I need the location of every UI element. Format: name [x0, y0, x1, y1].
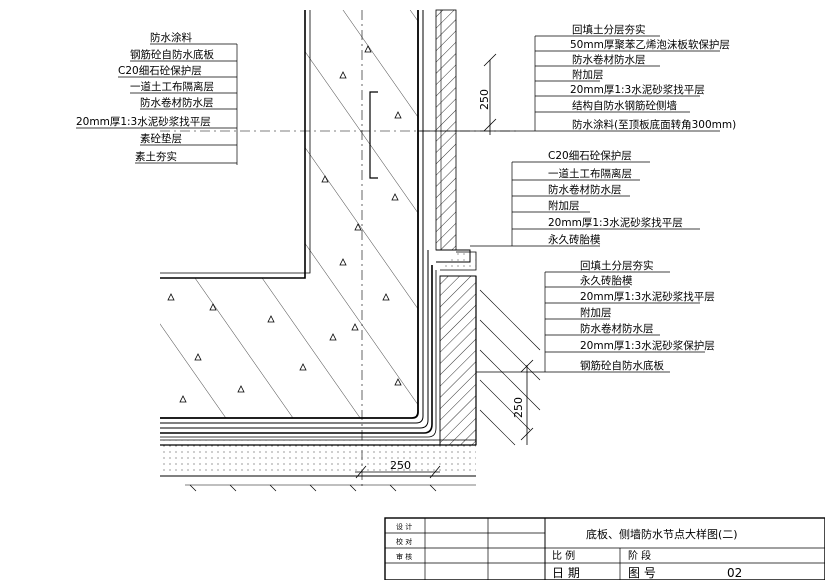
title-block-role-3: 审 核	[396, 552, 412, 561]
label-left-5: 20mm厚1:3水泥砂浆找平层	[76, 115, 211, 128]
dimension-lines	[355, 53, 534, 479]
low-right-labels: 回填土分层夯实 永久砖胎模 20mm厚1:3水泥砂浆找平层 附加层 防水卷材防水…	[580, 259, 715, 372]
title-block	[384, 517, 825, 580]
top-right-leaders	[418, 35, 720, 132]
left-labels: 防水涂料 钢筋砼自防水底板 C20细石砼保护层 一道土工布隔离层 防水卷材防水层…	[76, 31, 214, 163]
label-mr-1: 一道土工布隔离层	[548, 167, 632, 180]
label-mr-4: 20mm厚1:3水泥砂浆找平层	[548, 216, 683, 229]
drawing-title: 底板、侧墙防水节点大样图(二)	[586, 527, 738, 541]
label-lr-0: 回填土分层夯实	[580, 259, 654, 272]
label-left-1: 钢筋砼自防水底板	[130, 48, 214, 61]
title-block-role-2: 校 对	[396, 537, 412, 546]
label-lr-4: 防水卷材防水层	[580, 322, 654, 335]
base-layers	[160, 289, 541, 492]
label-mr-2: 防水卷材防水层	[548, 183, 622, 196]
scale-label: 比 例	[552, 549, 575, 562]
stage-label: 阶 段	[628, 549, 651, 562]
title-block-role-1: 设 计	[396, 522, 412, 531]
label-tr-4: 20mm厚1:3水泥砂浆找平层	[570, 83, 705, 96]
drawing-no-label: 图 号	[628, 566, 656, 580]
drawing-no: 02	[727, 566, 742, 580]
label-left-2: C20细石砼保护层	[118, 64, 202, 77]
label-mr-0: C20细石砼保护层	[548, 149, 632, 162]
left-leaders	[76, 43, 238, 165]
label-left-0: 防水涂料	[150, 31, 192, 44]
label-tr-2: 防水卷材防水层	[572, 53, 646, 66]
label-left-3: 一道土工布隔离层	[130, 80, 214, 93]
label-left-7: 素土夯实	[135, 150, 177, 163]
label-lr-6: 钢筋砼自防水底板	[580, 359, 664, 372]
label-lr-3: 附加层	[580, 306, 612, 319]
dimension-wall-upper: 250	[478, 89, 491, 110]
label-left-4: 防水卷材防水层	[140, 96, 214, 109]
label-tr-1: 50mm厚聚苯乙烯泡沫板软保护层	[570, 38, 730, 51]
dimension-base: 250	[390, 459, 411, 472]
concrete-structure	[160, 10, 437, 438]
label-tr-3: 附加层	[572, 68, 604, 81]
date-label: 日 期	[552, 566, 580, 580]
label-lr-2: 20mm厚1:3水泥砂浆找平层	[580, 290, 715, 303]
label-tr-5: 结构自防水钢筋砼侧墙	[572, 99, 677, 112]
wall-protection-layers	[435, 9, 477, 271]
label-lr-5: 20mm厚1:3水泥砂浆保护层	[580, 339, 715, 352]
label-left-6: 素砼垫层	[140, 132, 182, 145]
low-right-leaders	[476, 271, 705, 373]
dimension-wall-lower: 250	[512, 397, 525, 418]
label-mr-3: 附加层	[548, 199, 580, 212]
top-right-labels: 回填土分层夯实 50mm厚聚苯乙烯泡沫板软保护层 防水卷材防水层 附加层 20m…	[570, 23, 736, 131]
label-tr-0: 回填土分层夯实	[572, 23, 646, 36]
brick-mould	[439, 275, 477, 446]
mid-right-leaders	[470, 161, 700, 247]
label-mr-5: 永久砖胎模	[548, 233, 601, 246]
label-tr-6: 防水涂料(至顶板底面转角300mm)	[572, 118, 736, 131]
mid-right-labels: C20细石砼保护层 一道土工布隔离层 防水卷材防水层 附加层 20mm厚1:3水…	[548, 149, 683, 246]
label-lr-1: 永久砖胎模	[580, 274, 633, 287]
